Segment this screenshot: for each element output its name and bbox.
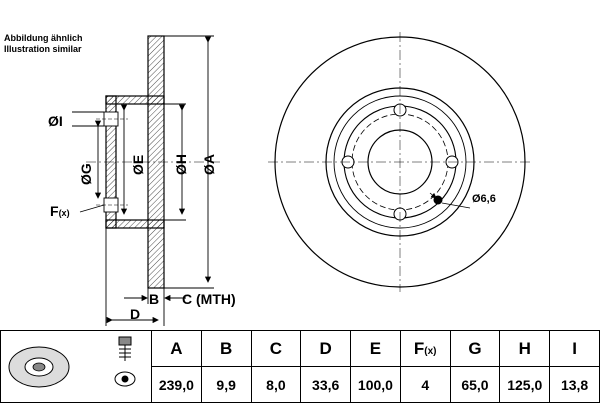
note-line-2: Illustration similar (4, 44, 82, 54)
thumbnail-cell (0, 330, 152, 403)
header-H: H (499, 330, 551, 367)
value-H: 125,0 (499, 366, 551, 403)
header-E: E (350, 330, 401, 367)
svg-text:F(x): F(x) (50, 203, 70, 219)
label-A: ØA (201, 154, 217, 175)
header-F-letter: F (413, 338, 425, 358)
value-B: 9,9 (200, 366, 252, 403)
value-D: 33,6 (300, 366, 352, 403)
technical-drawing: ØI ØG ØE ØH ØA F(x) B C (MTH) D Ø6,6 (48, 32, 532, 326)
label-I: ØI (48, 113, 63, 129)
value-A: 239,0 (151, 366, 202, 403)
value-F: 4 (399, 366, 451, 403)
dimension-lines (72, 35, 214, 326)
spec-table: A B C D E F(x) G H I 239,0 9,9 8,0 33,6 … (0, 330, 600, 403)
label-B: B (149, 291, 159, 307)
label-F-sub: (x) (59, 208, 70, 218)
label-G: ØG (78, 163, 94, 185)
label-H: ØH (173, 154, 189, 175)
thumbnail-art (8, 336, 136, 388)
label-D: D (130, 306, 140, 322)
header-F-sub: (x) (424, 345, 437, 357)
brake-disc-thumbnail-icon (8, 346, 70, 388)
header-F: F(x) (399, 330, 451, 367)
value-C: 8,0 (250, 366, 302, 403)
value-E: 100,0 (350, 366, 401, 403)
header-D: D (300, 330, 352, 367)
note-line-1: Abbildung ähnlich (4, 33, 83, 43)
header-C: C (250, 330, 302, 367)
label-E: ØE (130, 155, 146, 175)
header-A: A (151, 330, 202, 367)
header-I: I (549, 330, 600, 367)
label-hole-diameter: Ø6,6 (472, 193, 496, 205)
label-F: F (50, 203, 59, 219)
value-I: 13,8 (549, 366, 600, 403)
section-view (86, 35, 220, 289)
header-B: B (200, 330, 252, 367)
header-G: G (449, 330, 501, 367)
bolt-screw-icon (114, 336, 136, 387)
value-G: 65,0 (449, 366, 501, 403)
front-view (268, 32, 532, 292)
label-C: C (MTH) (182, 291, 236, 307)
